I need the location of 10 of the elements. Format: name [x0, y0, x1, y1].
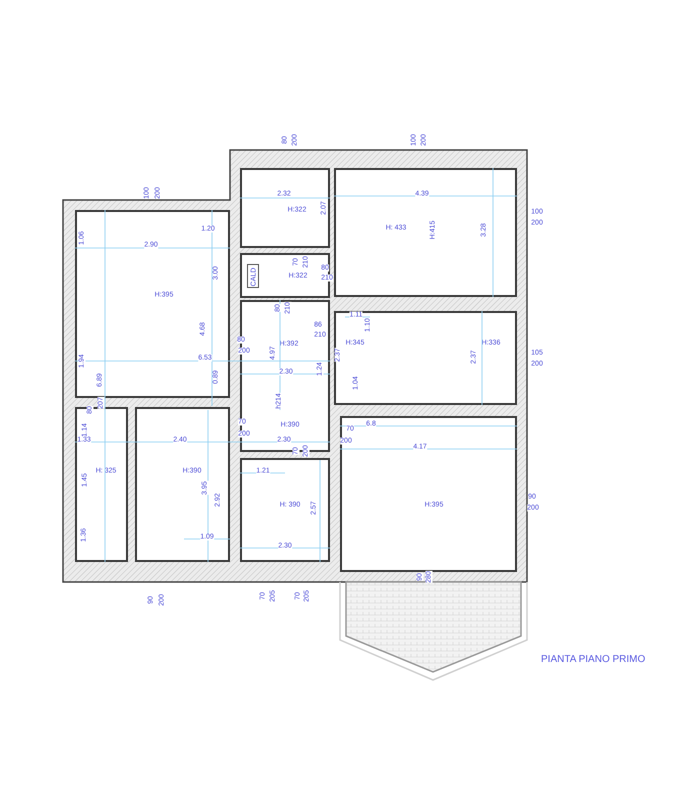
room-outline: [240, 168, 330, 248]
plan-title: PIANTA PIANO PRIMO: [541, 653, 646, 667]
room-outline: [340, 416, 517, 572]
room-outline: [75, 407, 128, 562]
boiler-box: [247, 264, 259, 288]
room-outline: [334, 311, 517, 405]
room-outline: [75, 210, 230, 398]
room-outline: [334, 168, 517, 297]
room-outline: [135, 407, 230, 562]
room-outline: [240, 458, 330, 562]
